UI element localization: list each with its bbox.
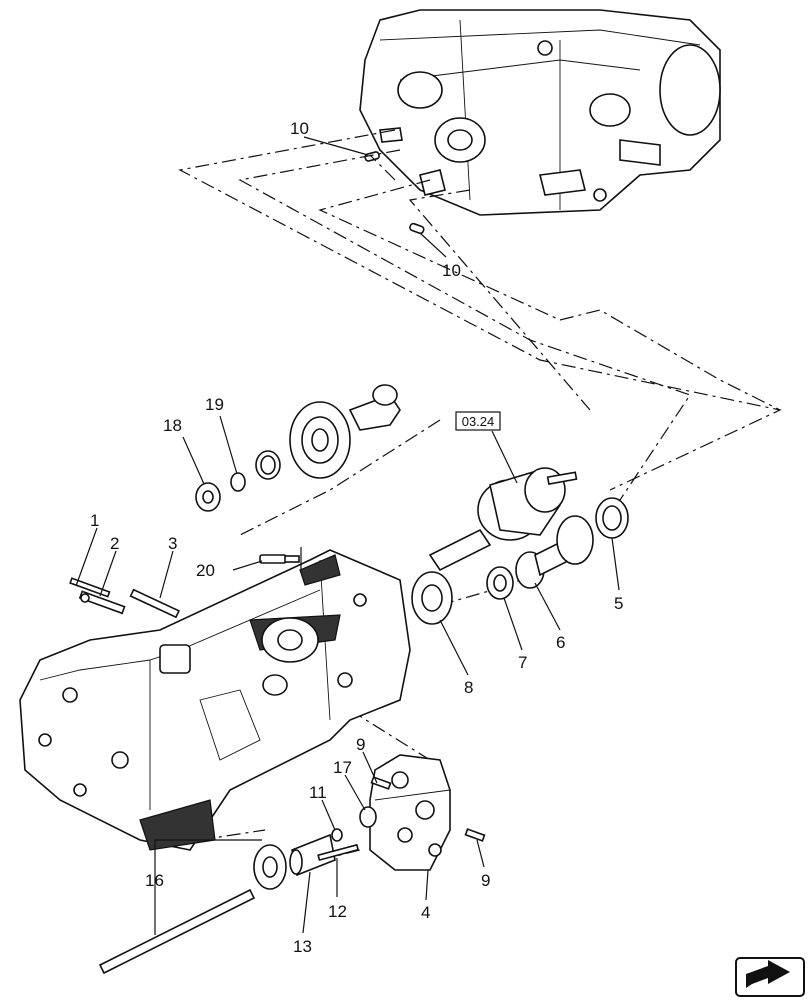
stud-3 <box>129 588 180 619</box>
o-ring-11 <box>331 828 343 842</box>
callout-10-lower: 10 <box>442 261 461 280</box>
shaft-sleeve-upper <box>348 384 401 431</box>
stud-1 <box>69 577 111 598</box>
bolt-12 <box>317 843 360 862</box>
washer-18 <box>195 482 221 512</box>
callout-20: 20 <box>196 561 215 580</box>
callouts: 1 2 3 4 5 6 7 8 9 9 10 10 11 12 13 16 17… <box>90 119 623 956</box>
bolt-9-lower <box>464 828 486 842</box>
callout-4: 4 <box>421 903 430 922</box>
callout-11: 11 <box>309 783 327 802</box>
dowel-pin-lower <box>409 222 425 235</box>
sleeve-13 <box>289 833 336 877</box>
bolt-20 <box>259 554 300 564</box>
callout-8: 8 <box>464 678 473 697</box>
callout-18: 18 <box>163 416 182 435</box>
shaft-16 <box>98 844 287 975</box>
clutch-pack-assembly <box>428 467 578 572</box>
seal-ring-17 <box>359 806 377 828</box>
callout-10-upper: 10 <box>290 119 309 138</box>
reference-box: 03.24 <box>455 411 501 431</box>
callout-1: 1 <box>90 511 99 530</box>
callout-19: 19 <box>205 395 224 414</box>
callout-9-upper: 9 <box>356 735 365 754</box>
bearing-7 <box>486 566 514 600</box>
callout-13: 13 <box>293 937 312 956</box>
callout-6: 6 <box>556 633 565 652</box>
callout-5: 5 <box>614 594 623 613</box>
leader-lines <box>75 136 620 935</box>
next-page-arrow-icon[interactable] <box>735 957 805 997</box>
bushing-19 <box>255 450 281 480</box>
engine-assembly <box>359 9 721 216</box>
shaft-gear-6 <box>515 515 594 589</box>
gear-upper <box>289 401 351 479</box>
gear-8 <box>411 571 453 625</box>
callout-12: 12 <box>328 902 347 921</box>
callout-2: 2 <box>110 534 119 553</box>
callout-17: 17 <box>333 758 352 777</box>
valve-block-4 <box>369 754 451 871</box>
callout-16: 16 <box>145 871 164 890</box>
callout-9-lower: 9 <box>481 871 490 890</box>
reference-box-label: 03.24 <box>462 414 495 429</box>
washer-19 <box>230 472 246 492</box>
seal-5 <box>595 497 629 539</box>
callout-3: 3 <box>168 534 177 553</box>
stud-2 <box>78 590 126 615</box>
transmission-housing <box>19 549 411 851</box>
callout-7: 7 <box>518 653 527 672</box>
